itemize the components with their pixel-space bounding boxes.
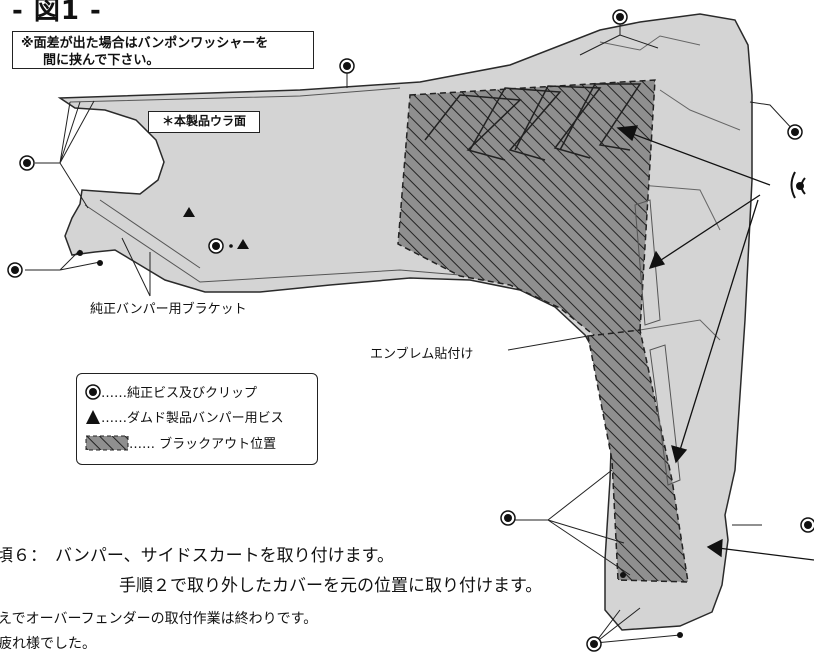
- dot: [229, 244, 233, 248]
- washer-note: ※面差が出た場合はバンポンワッシャーを 間に挟んで下さい。: [12, 31, 314, 69]
- bullet-circle-icon: [19, 155, 35, 171]
- bullet-circle-icon: [787, 124, 803, 140]
- dot: [677, 632, 683, 638]
- bullet-circle-icon: [500, 510, 516, 526]
- note-line-1: ※面差が出た場合はバンポンワッシャーを: [21, 36, 269, 51]
- step6-line-2: 手順２で取り外したカバーを元の位置に取り付けます。: [119, 576, 543, 596]
- blackout-area-lower: [587, 329, 689, 583]
- dot: [620, 572, 626, 578]
- legend-triangle-text: ……ダムド製品バンパー用ビス: [101, 411, 284, 426]
- bullet-circle-icon: [85, 383, 101, 400]
- louver-slats: [424, 83, 642, 161]
- blackout-area-main: [397, 79, 656, 341]
- bullet-circle-icon: [7, 262, 23, 278]
- triangle-marker-icon: [86, 409, 100, 424]
- hatch-swatch-icon: [85, 435, 129, 450]
- reverse-side-label: ＊本製品ウラ面: [148, 111, 260, 133]
- dot: [77, 250, 83, 256]
- note-line-2: 間に挟んで下さい。: [43, 53, 160, 68]
- crosshatch-strip: [634, 199, 681, 486]
- bracket-label: 純正バンパー用ブラケット: [90, 302, 247, 317]
- step6-line-1: バンパー、サイドスカートを取り付けます。: [55, 546, 394, 566]
- fender-inner-line: [69, 87, 401, 103]
- bullet-circle-icon: [208, 238, 224, 254]
- dot: [97, 260, 103, 266]
- closing-line-1: えでオーバーフェンダーの取付作業は終わりです。: [0, 611, 318, 627]
- legend: ……純正ビス及びクリップ ……ダムド製品バンパー用ビス …… ブラックアウト位置: [76, 373, 318, 465]
- fender-inner-line: [99, 199, 201, 269]
- legend-hatch-text: …… ブラックアウト位置: [129, 437, 277, 452]
- bullet-circle-icon: [586, 636, 602, 652]
- triangle-marker-icon: [237, 239, 249, 249]
- bullet-circle-icon: [612, 9, 628, 25]
- legend-row-hatch: …… ブラックアウト位置: [85, 433, 276, 452]
- legend-row-circle: ……純正ビス及びクリップ: [85, 382, 257, 401]
- bullet-circle-icons: [7, 9, 814, 652]
- sight-arrows: [616, 125, 814, 561]
- triangle-marker-icon: [183, 207, 195, 217]
- emblem-label: エンブレム貼付け: [370, 347, 474, 362]
- eye-icon: [790, 171, 806, 199]
- legend-circle-text: ……純正ビス及びクリップ: [101, 386, 258, 401]
- fender-inner-line: [639, 89, 741, 341]
- bullet-circle-icon: [339, 58, 355, 74]
- legend-row-triangle: ……ダムド製品バンパー用ビス: [85, 407, 284, 426]
- closing-line-2: 疲れ様でした。: [0, 636, 96, 652]
- figure-title: - 図1 -: [12, 0, 102, 26]
- fender-inner-line: [599, 35, 701, 51]
- step6-heading: 頃６：: [0, 546, 47, 566]
- bullet-circle-icon: [800, 517, 814, 533]
